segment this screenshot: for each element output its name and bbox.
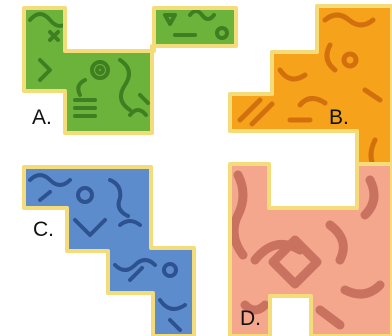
piece-b-label: B. (329, 107, 349, 128)
piece-a-label: A. (32, 107, 52, 128)
piece-c-label: C. (33, 219, 54, 240)
piece-c (24, 167, 194, 336)
piece-d-label: D. (240, 308, 261, 329)
piece-a (24, 8, 236, 133)
